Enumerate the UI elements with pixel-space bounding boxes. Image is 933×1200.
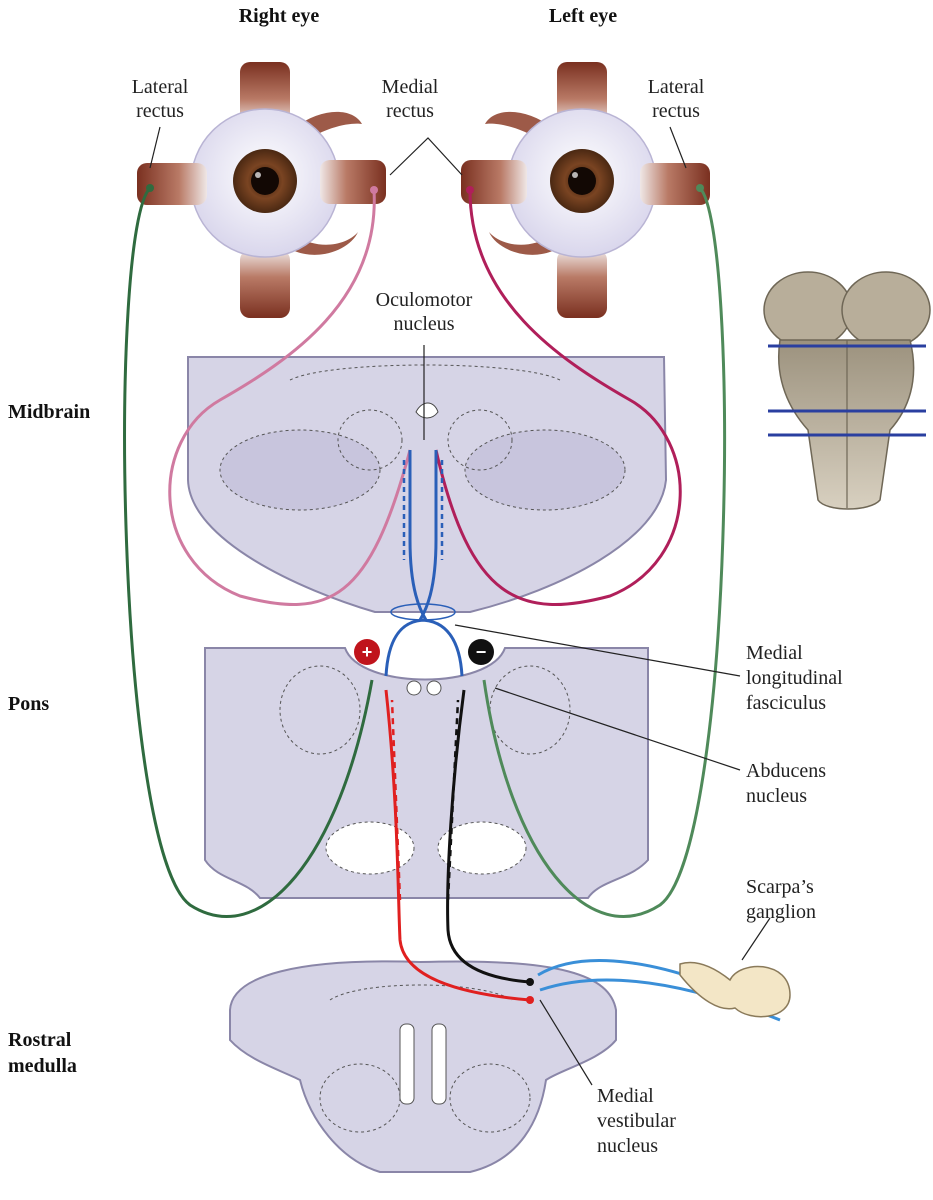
right-lateral-rectus-muscle [137, 163, 207, 205]
scarpas-ganglion-shape [679, 961, 791, 1018]
leader-abducens-nucleus [494, 687, 741, 771]
label-mlf-2: longitudinal [746, 667, 843, 689]
mlf-crossing-loop [390, 603, 456, 621]
pons-tissue [204, 647, 649, 899]
leader-lateral-rectus-left [669, 126, 687, 169]
right-medial-rectus-muscle [320, 160, 386, 204]
right-pupil [251, 167, 279, 195]
oblique-muscle-lower [292, 232, 358, 255]
medulla-midline-left [399, 1023, 415, 1105]
excitatory-sign: + [354, 639, 380, 665]
label-mlf-3: fasciculus [746, 692, 826, 714]
left-lateral-rectus-muscle [640, 163, 710, 205]
level-pons: Pons [8, 693, 49, 715]
label-oculomotor-nucleus-2: nucleus [393, 313, 454, 335]
label-medial-vestibular-nucleus-2: vestibular [597, 1110, 676, 1132]
right-pupil-highlight [255, 172, 261, 178]
level-rostral-medulla-1: Rostral [8, 1029, 72, 1051]
pons-basilar-right [437, 821, 527, 875]
oblique-muscle-left-lower [489, 232, 555, 255]
excitatory-vestibular-dashed [390, 699, 402, 901]
leader-medial-rectus [389, 137, 463, 176]
midbrain-section [187, 356, 668, 613]
medulla-olive-right [449, 1063, 531, 1133]
inferior-rectus-muscle [240, 250, 290, 318]
left-oculomotor-axon [434, 189, 682, 607]
medulla-fourth-ventricle [329, 984, 513, 1001]
label-medial-rectus-2: rectus [386, 100, 434, 122]
medulla-section [229, 960, 617, 1173]
leader-medial-vestibular-nucleus [539, 999, 593, 1086]
label-oculomotor-nucleus-1: Oculomotor [376, 289, 473, 311]
left-eye [461, 62, 710, 318]
excitatory-vestibular-axon [384, 689, 531, 1002]
synapse-terminal-1 [146, 184, 154, 192]
excitatory-sign-text: + [362, 642, 373, 662]
inhibitory-sign: − [468, 639, 494, 665]
brainstem-inset [763, 271, 931, 510]
pons-tract-dot-2 [426, 680, 442, 696]
midbrain-red-nucleus-right [447, 409, 513, 471]
label-scarpas-ganglion-2: ganglion [746, 901, 816, 923]
synapse-terminal-3 [370, 186, 378, 194]
level-midbrain: Midbrain [8, 401, 90, 423]
level-rostral-medulla-2: medulla [8, 1055, 77, 1077]
inhibitory-vestibular-axon [446, 689, 531, 984]
medulla-tissue [229, 960, 617, 1173]
medulla-olive-left [319, 1063, 401, 1133]
superior-rectus-muscle-left [557, 62, 607, 124]
synapse-terminal-6 [526, 978, 534, 986]
left-abducens-axon [482, 186, 727, 918]
midbrain-red-nucleus-left [337, 409, 403, 471]
pons-section [204, 647, 649, 899]
label-lateral-rectus-right-1: Lateral [132, 76, 189, 98]
label-abducens-nucleus-2: nucleus [746, 785, 807, 807]
midbrain-left-peduncle [219, 429, 381, 511]
leader-lateral-rectus-right [149, 126, 161, 169]
leader-mlf [454, 624, 741, 677]
label-mlf-1: Medial [746, 642, 803, 664]
left-medial-rectus-muscle [461, 160, 527, 204]
label-scarpas-ganglion-1: Scarpa’s [746, 876, 814, 898]
synapse-terminal-4 [466, 186, 474, 194]
synapse-terminal-2 [696, 184, 704, 192]
inferior-rectus-muscle-left [557, 250, 607, 318]
label-lateral-rectus-right-2: rectus [136, 100, 184, 122]
left-pupil-highlight [572, 172, 578, 178]
left-eye-heading: Left eye [549, 5, 617, 27]
label-medial-vestibular-nucleus-3: nucleus [597, 1135, 658, 1157]
inset-left-hemisphere [763, 271, 853, 349]
superior-rectus-muscle [240, 62, 290, 124]
label-medial-vestibular-nucleus-1: Medial [597, 1085, 654, 1107]
label-lateral-rectus-left-2: rectus [652, 100, 700, 122]
pons-basilar-left [325, 821, 415, 875]
right-eye [137, 62, 386, 318]
inhibitory-vestibular-dashed [446, 699, 460, 901]
inhibitory-sign-text: − [476, 642, 487, 662]
right-eye-heading: Right eye [239, 5, 320, 27]
left-pupil [568, 167, 596, 195]
midbrain-tissue [187, 356, 668, 613]
pons-tract-dot-1 [406, 680, 422, 696]
inset-right-hemisphere [841, 271, 931, 349]
medulla-midline-right [431, 1023, 447, 1105]
label-abducens-nucleus-1: Abducens [746, 760, 826, 782]
right-abducens-axon [123, 186, 374, 918]
aqueduct-icon [415, 402, 439, 419]
synapse-terminal-5 [526, 996, 534, 1004]
midbrain-right-peduncle [464, 429, 626, 511]
inset-brainstem [778, 339, 915, 510]
label-lateral-rectus-left-1: Lateral [648, 76, 705, 98]
label-medial-rectus-1: Medial [382, 76, 439, 98]
pons-tegmentum-right [489, 665, 571, 755]
leader-scarpas-ganglion [741, 917, 771, 961]
right-oculomotor-axon [168, 189, 412, 607]
pons-tegmentum-left [279, 665, 361, 755]
